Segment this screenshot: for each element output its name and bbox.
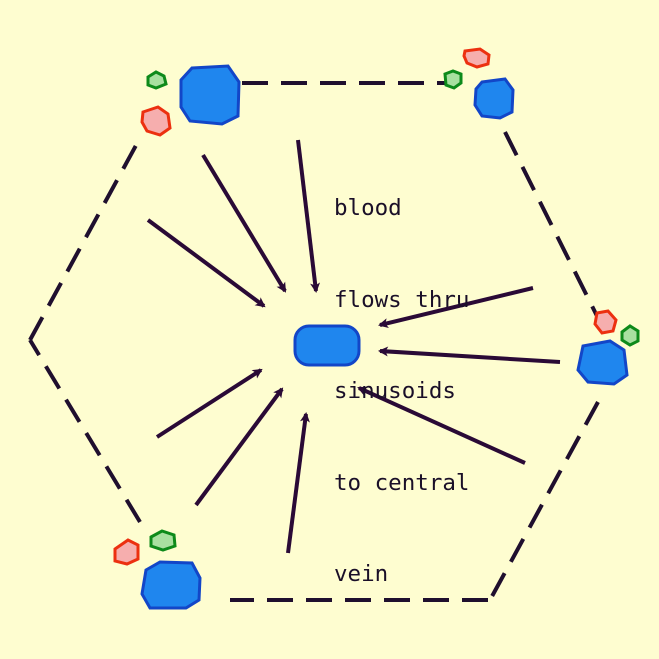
- arrow-icon: [201, 153, 287, 293]
- flow-caption: blood flows thru sinusoids to central ve…: [334, 132, 469, 651]
- portal-vein: [473, 77, 515, 120]
- portal-triad-right: [576, 309, 640, 386]
- bile-duct: [620, 324, 640, 347]
- portal-triad-top-left: [140, 64, 241, 137]
- bile-duct: [149, 529, 177, 552]
- portal-vein: [179, 64, 241, 126]
- flow-arrows: [146, 139, 561, 554]
- arrow-icon: [194, 387, 284, 507]
- arrow-icon: [378, 286, 534, 328]
- caption-line: flows thru: [334, 286, 470, 313]
- central-vein: [293, 324, 361, 367]
- caption-line: vein: [334, 561, 389, 587]
- caption-line: to central: [334, 469, 470, 496]
- arrow-icon: [357, 386, 526, 465]
- arrow-icon: [286, 412, 310, 554]
- bile-duct: [146, 70, 168, 90]
- arrow-icon: [296, 139, 321, 293]
- arrow-icon: [146, 218, 266, 308]
- hepatic-artery: [113, 538, 140, 566]
- arrow-icon: [378, 346, 561, 364]
- hepatic-artery: [462, 47, 491, 69]
- caption-line: blood: [334, 195, 402, 221]
- hepatic-artery: [593, 309, 618, 335]
- lobule-boundary: [28, 81, 600, 602]
- boundary-lower-right-edge: [488, 401, 600, 601]
- bile-duct: [443, 69, 463, 90]
- boundary-lower-left-edge: [28, 338, 142, 524]
- portal-triad-top-right: [443, 47, 515, 120]
- arrow-icon: [155, 368, 263, 439]
- portal-triad-bottom-left: [113, 529, 202, 610]
- portal-vein: [140, 560, 202, 610]
- hepatic-artery: [140, 105, 172, 137]
- boundary-upper-right-edge: [503, 131, 600, 319]
- boundary-upper-left-edge: [28, 137, 142, 341]
- portal-vein: [576, 339, 629, 386]
- caption-line: sinusoids: [334, 378, 456, 404]
